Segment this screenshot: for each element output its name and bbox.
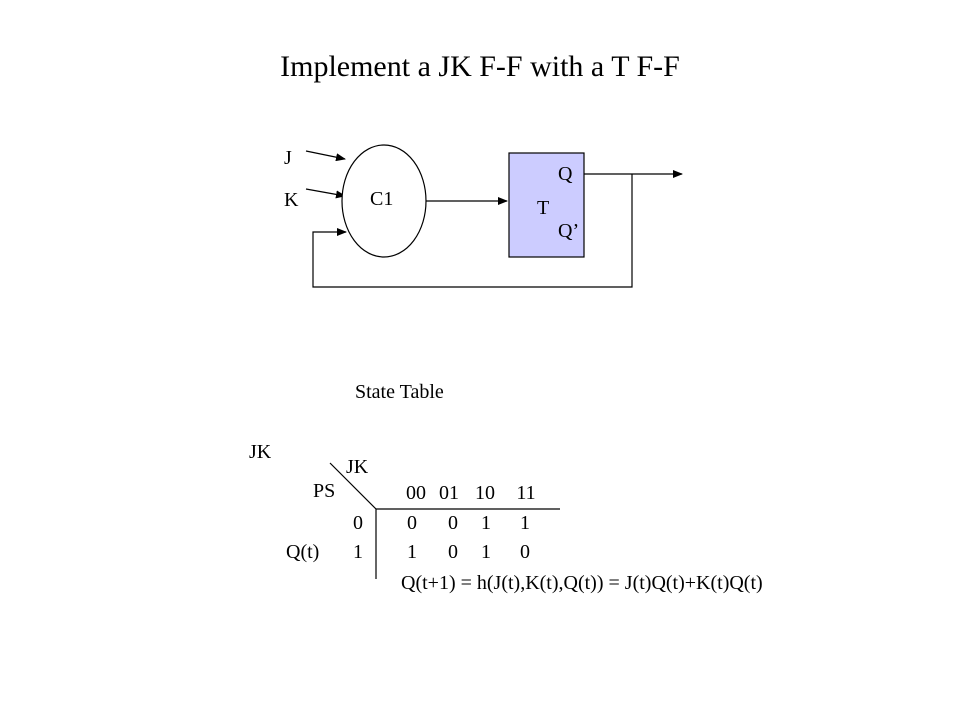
next-state-equation: Q(t+1) = h(J(t),K(t),Q(t)) = J(t)Q(t)+K(… xyxy=(401,572,763,594)
column-header: 11 xyxy=(516,482,535,504)
column-header: 00 xyxy=(406,482,426,504)
column-header: 01 xyxy=(439,482,459,504)
state-table-outer-label: JK xyxy=(249,441,272,463)
row-ps-value: 0 xyxy=(353,512,363,534)
table-cell: 0 xyxy=(520,541,530,563)
t-flipflop-box xyxy=(508,152,585,258)
slide-title: Implement a JK F-F with a T F-F xyxy=(280,50,680,83)
table-cell: 0 xyxy=(448,541,458,563)
corner-row-label: PS xyxy=(313,480,335,502)
table-cell: 1 xyxy=(481,512,491,534)
state-table-caption: State Table xyxy=(355,381,444,403)
table-cell: 1 xyxy=(481,541,491,563)
input-j-arrow xyxy=(305,150,346,162)
corner-diagonal xyxy=(329,462,377,510)
row-label: Q(t) xyxy=(286,541,319,563)
table-cell: 0 xyxy=(448,512,458,534)
table-cell: 1 xyxy=(407,541,417,563)
corner-col-label: JK xyxy=(346,456,369,478)
feedback-loop xyxy=(312,174,633,288)
input-k-label: K xyxy=(284,189,299,211)
table-cell: 1 xyxy=(520,512,530,534)
combinational-block-label: C1 xyxy=(370,188,393,210)
column-header: 10 xyxy=(475,482,495,504)
flipflop-q-label: Q xyxy=(558,163,573,185)
row-ps-value: 1 xyxy=(353,541,363,563)
flipflop-qbar-label: Q’ xyxy=(558,220,579,242)
table-cell: 0 xyxy=(407,512,417,534)
flipflop-t-label: T xyxy=(537,197,549,219)
input-k-arrow xyxy=(305,188,346,199)
input-j-label: J xyxy=(284,147,292,169)
